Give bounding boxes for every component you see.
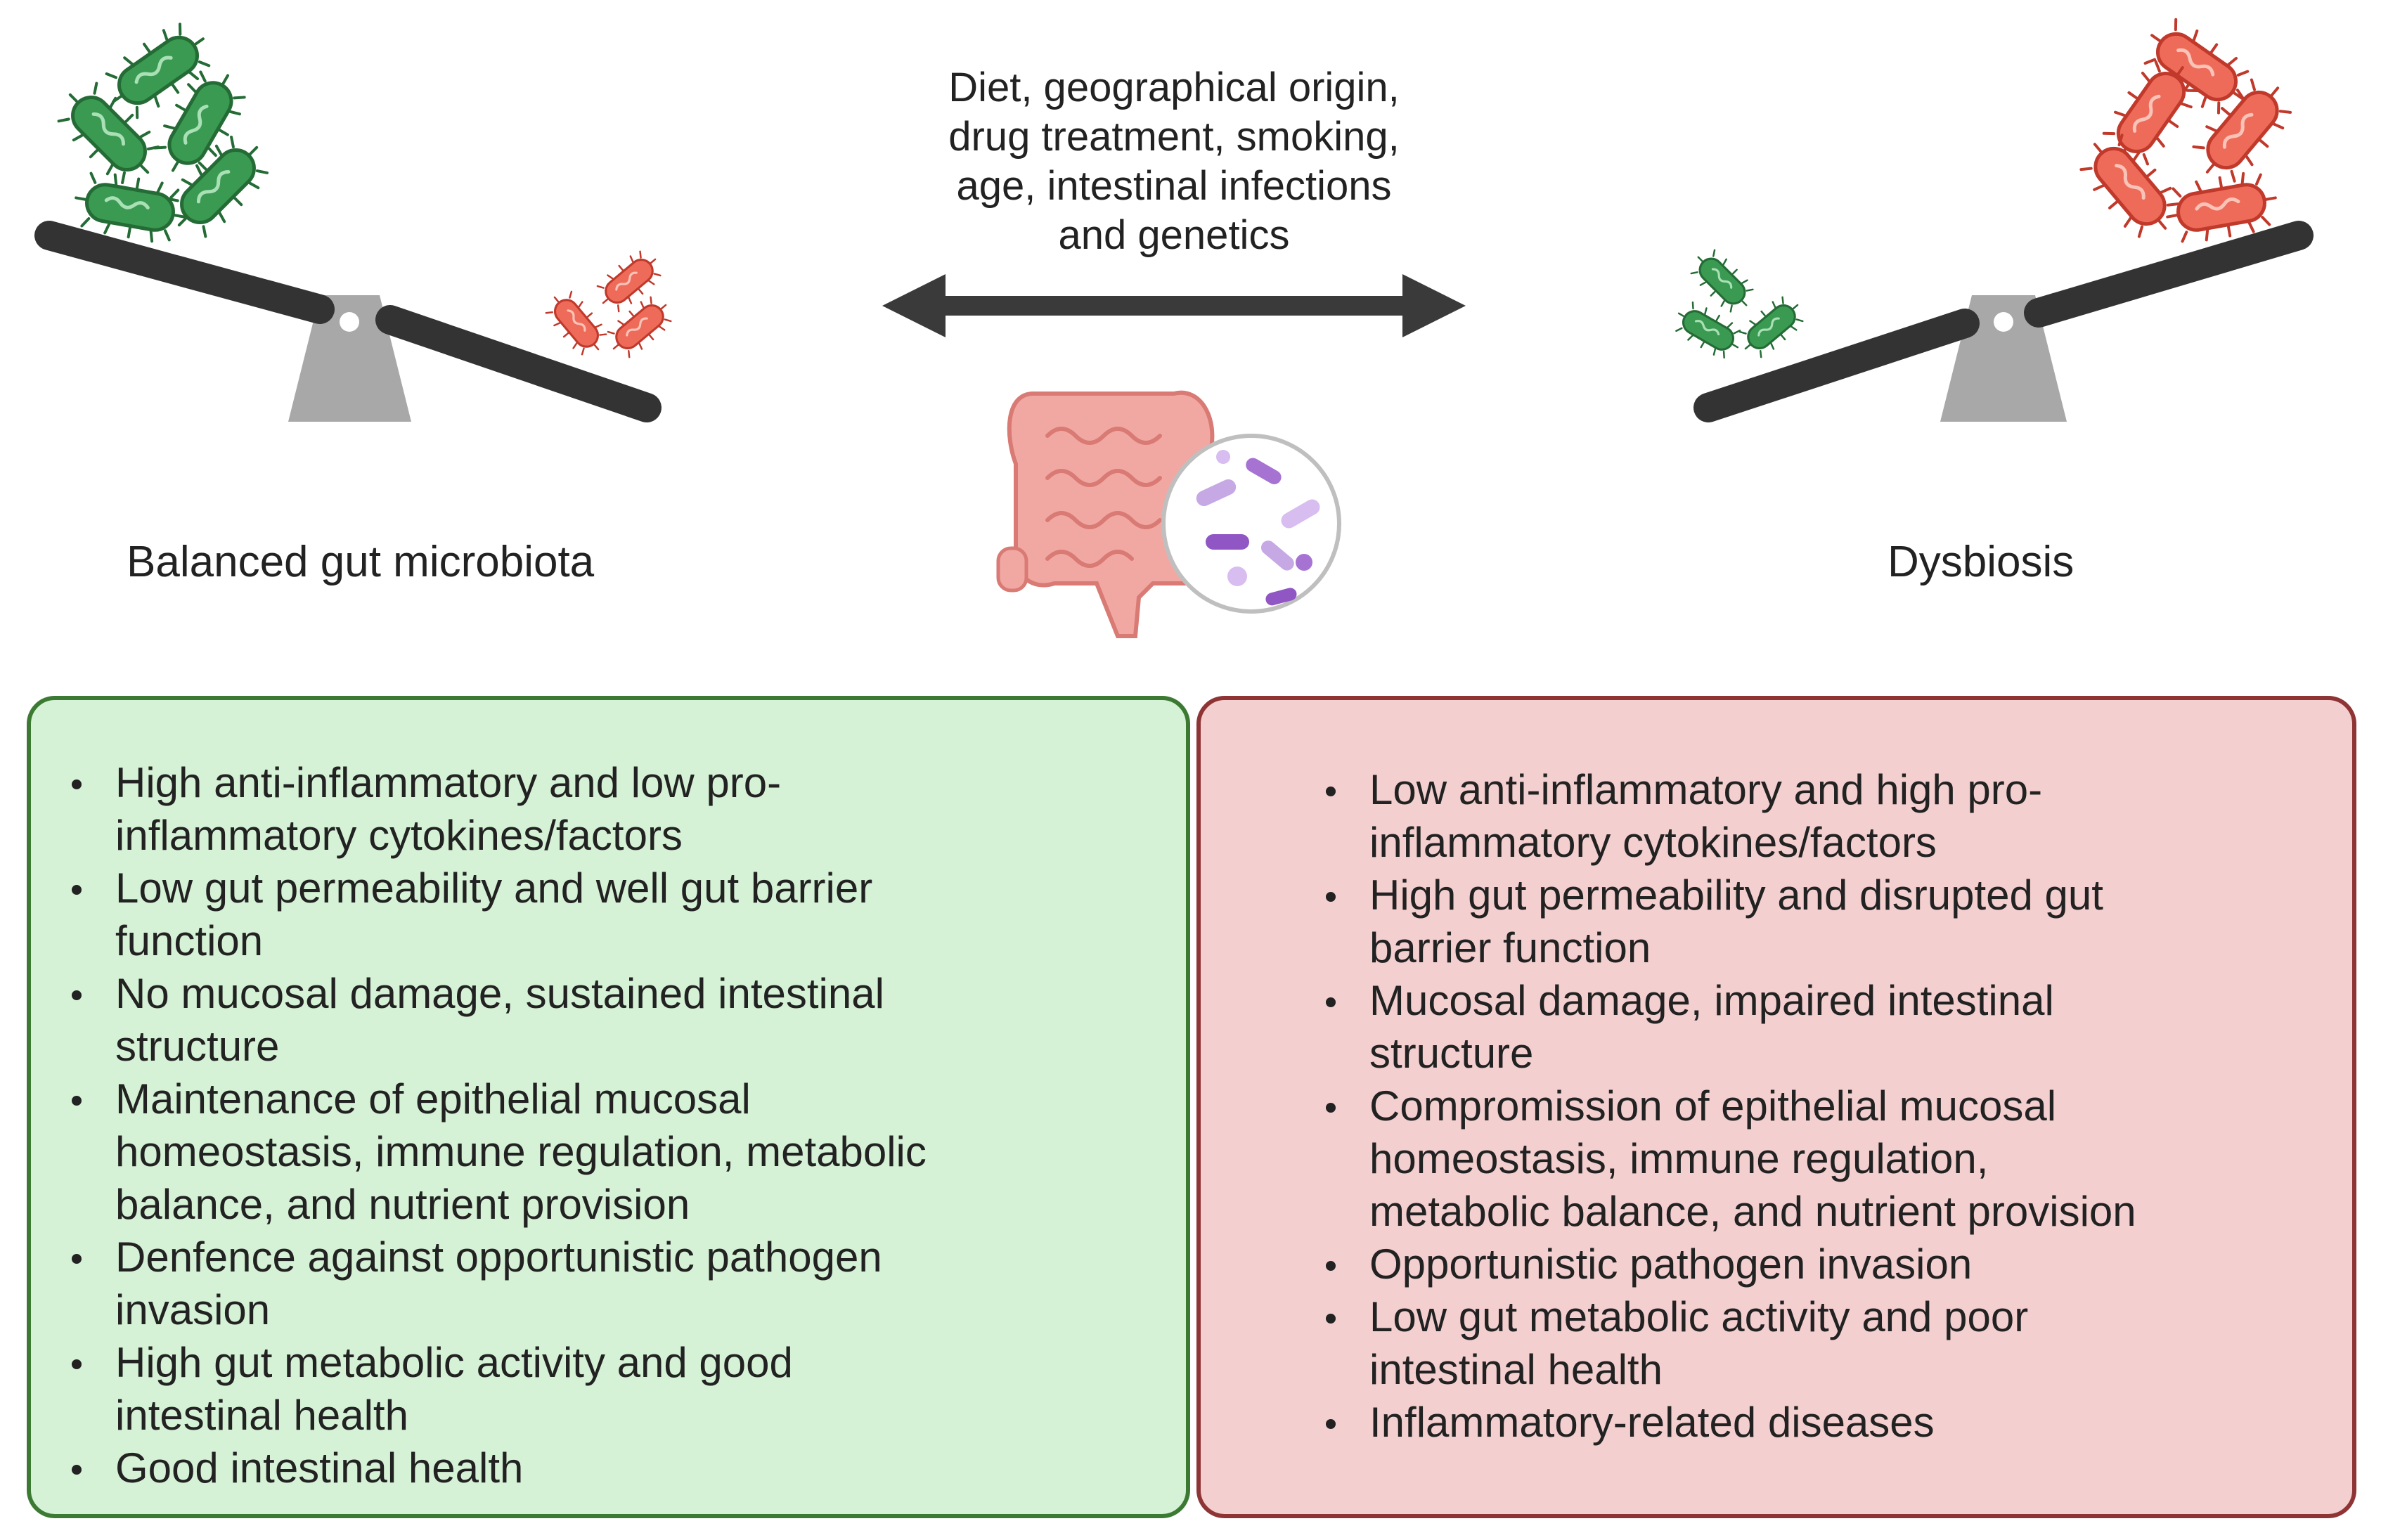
factors-line: drug treatment, smoking,: [948, 114, 1400, 160]
factors-line: age, intestinal infections: [956, 163, 1392, 209]
left-seesaw-beam-a: [34, 221, 335, 324]
list-item: Good intestinal health: [72, 1442, 1158, 1494]
list-item: Opportunistic pathogen invasion: [1326, 1238, 2331, 1290]
list-item: Low gut permeability and well gut barrie…: [72, 862, 1158, 967]
balanced-effects-panel: High anti-inflammatory and low pro- infl…: [27, 696, 1190, 1518]
double-headed-arrow: [882, 274, 1466, 337]
right-fulcrum-pivot: [1994, 312, 2013, 332]
right-seesaw-beam-b: [2024, 221, 2314, 328]
influencing-factors-text: Diet, geographical origin, drug treatmen…: [872, 63, 1476, 260]
beneficial-bacteria-cluster-right: [1668, 242, 1811, 365]
list-item: Maintenance of epithelial mucosal homeos…: [72, 1073, 1158, 1231]
magnified-microbiome-icon: [1161, 434, 1341, 614]
list-item: Low gut metabolic activity and poor inte…: [1326, 1290, 2331, 1396]
list-item: High gut metabolic activity and good int…: [72, 1336, 1158, 1442]
harmful-bacteria-cluster-right: [2072, 11, 2301, 247]
beneficial-bacteria-cluster-left: [49, 15, 278, 246]
list-item: High gut permeability and disrupted gut …: [1326, 869, 2331, 974]
factors-line: Diet, geographical origin,: [948, 65, 1400, 110]
list-item: Mucosal damage, impaired intestinal stru…: [1326, 974, 2331, 1080]
left-fulcrum-pivot: [340, 312, 359, 332]
dysbiosis-label: Dysbiosis: [1888, 538, 2074, 586]
list-item: Inflammatory-related diseases: [1326, 1396, 2331, 1449]
dysbiosis-seesaw-illustration: [1693, 221, 2314, 422]
balanced-seesaw-illustration: [34, 221, 662, 422]
intestine-icon: [996, 390, 1215, 638]
right-seesaw-beam-a: [1693, 309, 1980, 422]
dysbiosis-effects-list: Low anti-inflammatory and high pro- infl…: [1326, 763, 2331, 1449]
list-item: Low anti-inflammatory and high pro- infl…: [1326, 763, 2331, 869]
dysbiosis-effects-panel: Low anti-inflammatory and high pro- infl…: [1196, 696, 2356, 1518]
harmful-bacteria-cluster-left: [539, 244, 679, 364]
list-item: Denfence against opportunistic pathogen …: [72, 1231, 1158, 1336]
left-seesaw-beam-b: [375, 305, 662, 422]
balanced-label: Balanced gut microbiota: [127, 538, 595, 586]
balanced-effects-list: High anti-inflammatory and low pro- infl…: [72, 756, 1158, 1494]
list-item: Compromission of epithelial mucosal home…: [1326, 1080, 2331, 1238]
list-item: No mucosal damage, sustained intestinal …: [72, 967, 1158, 1073]
list-item: High anti-inflammatory and low pro- infl…: [72, 756, 1158, 862]
factors-line: and genetics: [1058, 212, 1290, 258]
